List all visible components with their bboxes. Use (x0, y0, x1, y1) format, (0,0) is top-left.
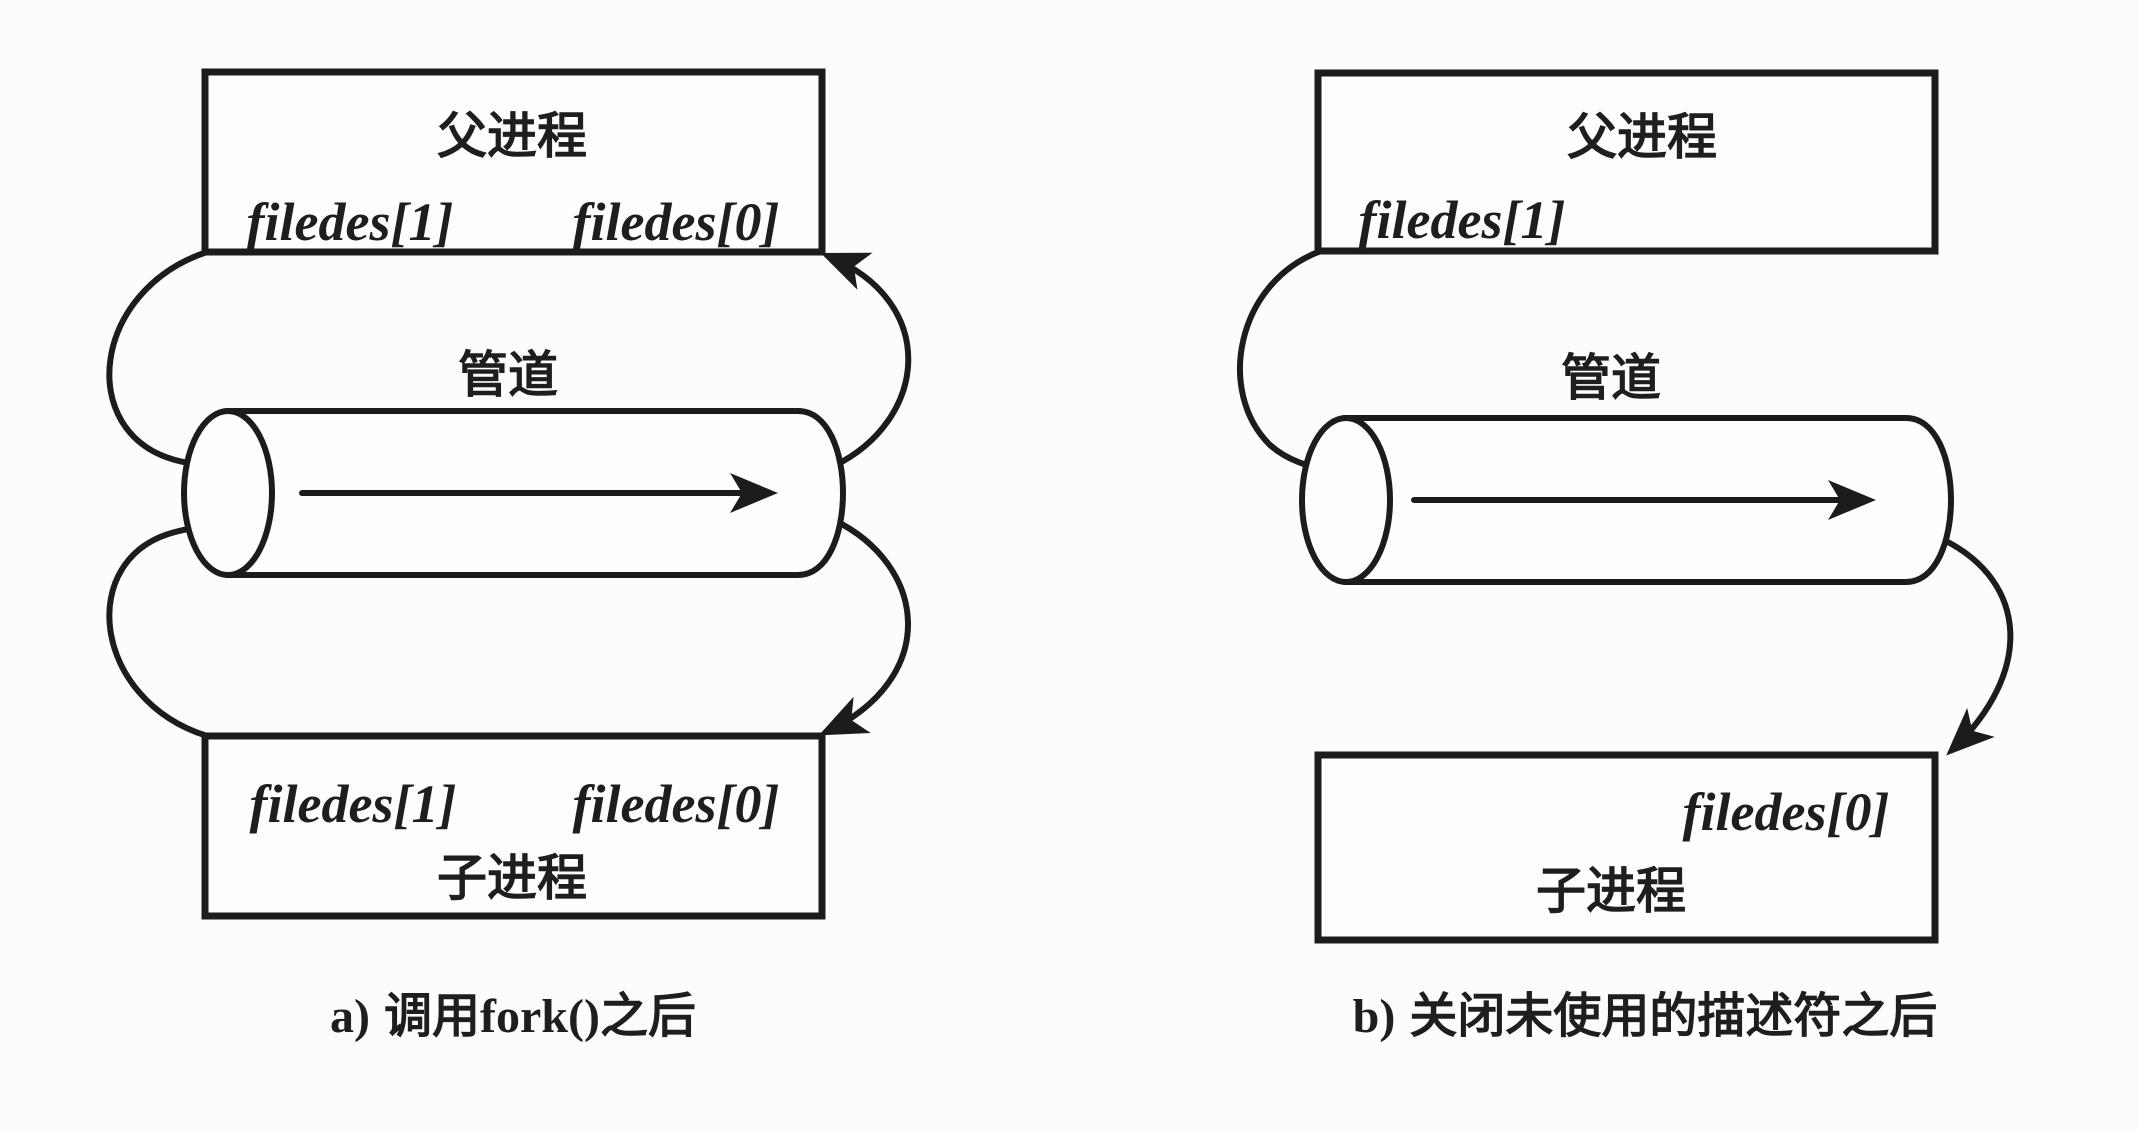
caption-a-prefix: a) (330, 990, 370, 1043)
child-filedes1-label-a: filedes[1] (250, 774, 457, 834)
caption-b: b)关闭未使用的描述符之后 (1353, 990, 1938, 1043)
diagram-after-fork: 父进程 filedes[1] filedes[0] 管道 filedes[1] … (106, 68, 912, 1043)
parent-filedes1-label-b: filedes[1] (1359, 190, 1566, 250)
child-process-box-a (201, 732, 826, 920)
diagram-after-close-unused: 父进程 filedes[1] 管道 filedes[0] 子进程 b)关闭未使用… (1237, 69, 2014, 1043)
child-process-label-a: 子进程 (437, 850, 587, 906)
caption-a-text: 调用fork()之后 (384, 990, 696, 1043)
pipe-to-child-filedes0-arrow-b (1941, 537, 2014, 756)
child-filedes0-label-b: filedes[0] (1683, 782, 1890, 842)
parent-filedes1-label-a: filedes[1] (247, 192, 454, 252)
caption-b-text: 关闭未使用的描述符之后 (1409, 990, 1937, 1043)
pipe-to-parent-filedes0-arrow-a (820, 252, 912, 469)
caption-a: a) 调用fork()之后 (330, 990, 696, 1043)
pipe-cylinder-opening-b (1299, 415, 1393, 585)
pipe-label-b: 管道 (1561, 350, 1661, 406)
pipe-cylinder-opening-a (181, 408, 275, 578)
caption-b-prefix: b) (1353, 990, 1396, 1043)
child-process-label-b: 子进程 (1536, 863, 1686, 919)
pipe-label-a: 管道 (458, 347, 558, 403)
parent-process-box-a (201, 68, 826, 256)
child-filedes0-label-a: filedes[0] (573, 774, 780, 834)
parent-process-box-b (1314, 69, 1939, 255)
parent-filedes0-label-a: filedes[0] (573, 192, 780, 252)
pipe-to-child-filedes0-arrow-a (818, 517, 911, 736)
child-process-box-b (1314, 751, 1939, 944)
parent-process-label-a: 父进程 (437, 108, 587, 164)
parent-process-label-b: 父进程 (1567, 109, 1717, 165)
